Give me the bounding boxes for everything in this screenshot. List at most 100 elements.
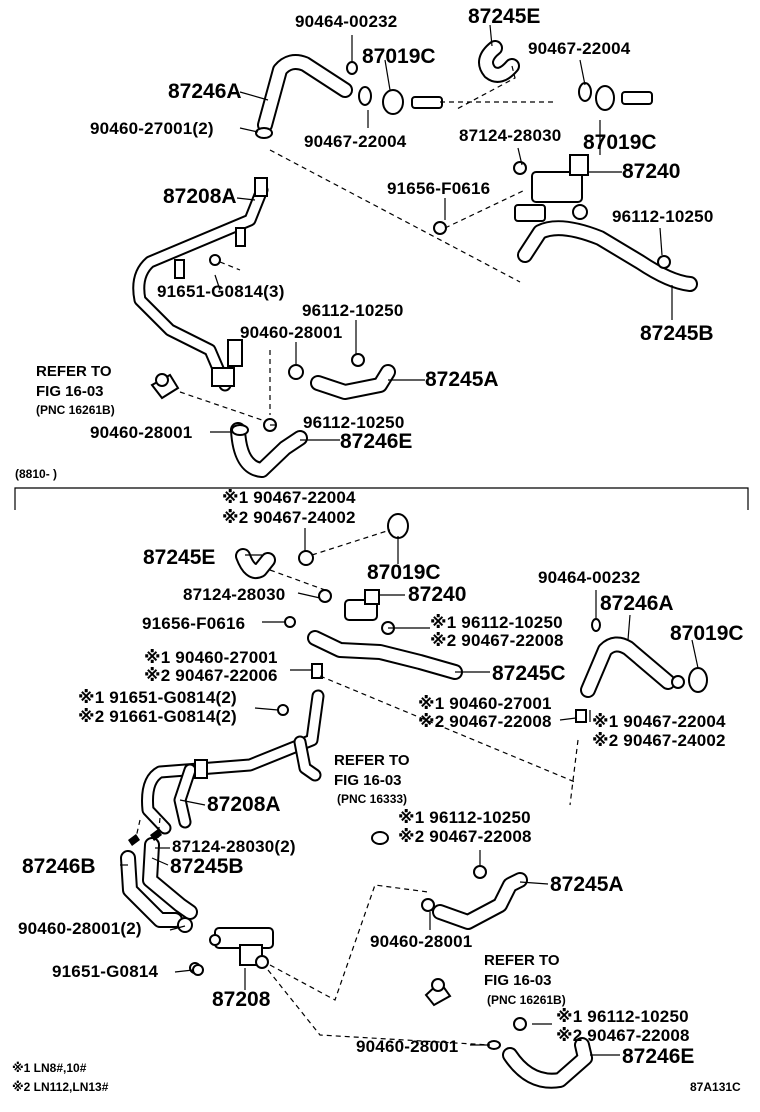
label-87208A: 87208A (163, 185, 237, 208)
label-87019C-lower: 87019C (367, 561, 441, 584)
label-90460-28001-a: 90460-28001 (240, 323, 342, 342)
label-n1-96112-10250-b: ※1 96112-10250 (398, 808, 531, 827)
footnote-1: ※1 LN8#,10# (12, 1061, 87, 1075)
label-refer-to-2: REFER TO (334, 752, 410, 769)
connector-87019C-upper-left (346, 61, 443, 115)
lower-section (120, 513, 708, 1089)
label-n1-90467-22004-b: ※1 90467-22004 (592, 712, 726, 731)
label-87246A-lower: 87246A (600, 592, 674, 615)
label-87019C: 87019C (362, 45, 436, 68)
label-87246B: 87246B (22, 855, 96, 878)
figure-code: 87A131C (690, 1080, 741, 1094)
pipe-87208A-upper (132, 177, 269, 392)
label-87124-28030: 87124-28030 (459, 126, 561, 145)
label-91651-G0814: 91651-G0814(3) (157, 282, 285, 301)
label-87019C-lower-right: 87019C (670, 622, 744, 645)
label-n1-90460-27001-b: ※1 90460-27001 (418, 694, 552, 713)
label-91656-F0616: 91656-F0616 (387, 179, 490, 198)
label-n2-90467-22008-b: ※2 90467-22008 (418, 712, 552, 731)
label-n2-91661-G0814: ※2 91661-G0814(2) (78, 707, 237, 726)
label-n1-90467-22004: ※1 90467-22004 (222, 488, 356, 507)
hose-87246A-lower (580, 618, 708, 698)
label-n1-96112-10250-c: ※1 96112-10250 (556, 1007, 689, 1026)
label-pnc-1: (PNC 16261B) (36, 403, 115, 417)
label-90460-27001: 90460-27001(2) (90, 119, 214, 138)
lower-labels: ※1 90467-22004 ※2 90467-24002 87245E 870… (18, 488, 744, 1068)
label-91651-G0814-lower: 91651-G0814 (52, 962, 159, 981)
bolt-91656-upper (433, 221, 447, 235)
label-90460-28001-lower: 90460-28001 (370, 932, 472, 951)
hose-87245E-upper (478, 40, 520, 83)
label-87124-28030-lower: 87124-28030 (183, 585, 285, 604)
label-87246E: 87246E (340, 430, 412, 453)
hose-87246E-upper (230, 418, 308, 478)
hose-87245A-upper (288, 353, 396, 400)
label-87246A: 87246A (168, 80, 242, 103)
valve-87240-lower (318, 589, 395, 635)
fitting-pnc-16333 (371, 831, 389, 845)
elbow-fitting-lower (424, 978, 452, 1007)
hose-87246B (120, 850, 183, 928)
label-fig-2: FIG 16-03 (334, 772, 402, 789)
label-n2-90467-22008-c: ※2 90467-22008 (398, 827, 532, 846)
date-range: (8810- ) (15, 467, 57, 481)
label-fig-1: FIG 16-03 (36, 383, 104, 400)
hose-87246A-upper (257, 54, 353, 133)
label-n1-91651-G0814: ※1 91651-G0814(2) (78, 688, 237, 707)
upper-section (132, 24, 698, 478)
label-n2-90467-22006: ※2 90467-22006 (144, 666, 278, 685)
hose-87245B-upper (517, 220, 698, 292)
label-96112-10250-b: 96112-10250 (302, 301, 403, 320)
label-87245A: 87245A (425, 368, 499, 391)
label-87245E: 87245E (468, 5, 540, 28)
bolt-91651-lower (277, 704, 289, 716)
label-pnc-3: (PNC 16261B) (487, 993, 566, 1007)
label-87245C: 87245C (492, 662, 566, 685)
label-pnc-2: (PNC 16333) (337, 792, 407, 806)
valve-87240-upper (513, 154, 589, 222)
label-90467-22004: 90467-22004 (528, 39, 631, 58)
label-refer-to-1: REFER TO (36, 363, 112, 380)
bolt-91656-lower (284, 616, 296, 628)
label-n2-90467-24002: ※2 90467-24002 (222, 508, 356, 527)
block-87208 (177, 917, 274, 974)
connector-87019C-upper-right (578, 82, 653, 111)
label-87208: 87208 (212, 988, 271, 1011)
label-n2-90467-24002-b: ※2 90467-24002 (592, 731, 726, 750)
elbow-fitting-upper (150, 373, 180, 400)
label-96112-10250-a: 96112-10250 (612, 207, 713, 226)
label-n2-90467-22008-d: ※2 90467-22008 (556, 1026, 690, 1045)
label-n1-90460-27001: ※1 90460-27001 (144, 648, 278, 667)
label-87240-lower: 87240 (408, 583, 466, 606)
label-87124-28030-2: 87124-28030(2) (172, 837, 296, 856)
hose-87246E-lower (487, 1017, 593, 1089)
label-90460-28001-b: 90460-28001 (90, 423, 192, 442)
label-87246E-lower: 87246E (622, 1045, 694, 1068)
clamp-90460-27001-upper (255, 127, 273, 139)
clamp-90460-27001-lower (575, 709, 587, 723)
connector-87019C-lower (298, 513, 409, 566)
label-87019C-b: 87019C (583, 131, 657, 154)
label-90467-22004-b: 90467-22004 (304, 132, 407, 151)
label-90460-28001-c: 90460-28001 (356, 1037, 458, 1056)
label-n2-90467-22008: ※2 90467-22008 (430, 631, 564, 650)
label-87245E-lower: 87245E (143, 546, 215, 569)
label-87245B: 87245B (640, 322, 714, 345)
hose-87245A-lower (421, 865, 528, 930)
label-refer-to-3: REFER TO (484, 952, 560, 969)
label-fig-3: FIG 16-03 (484, 972, 552, 989)
label-90464-00232: 90464-00232 (295, 12, 397, 31)
label-90460-28001-2: 90460-28001(2) (18, 919, 142, 938)
label-n1-96112-10250: ※1 96112-10250 (430, 613, 563, 632)
label-90464-00232-lower: 90464-00232 (538, 568, 640, 587)
bolt-91651-g0814-lower (192, 964, 204, 976)
hose-87245E-lower (235, 548, 276, 579)
bolt-91651-upper (209, 254, 221, 266)
label-87245B-lower: 87245B (170, 855, 244, 878)
upper-labels: 90464-00232 87245E 87019C 90467-22004 87… (36, 5, 714, 453)
pipe-87208A-lower (141, 663, 325, 835)
label-96112-10250-c: 96112-10250 (303, 413, 404, 432)
label-87245A-lower: 87245A (550, 873, 624, 896)
hose-87245B-lower (142, 837, 198, 920)
